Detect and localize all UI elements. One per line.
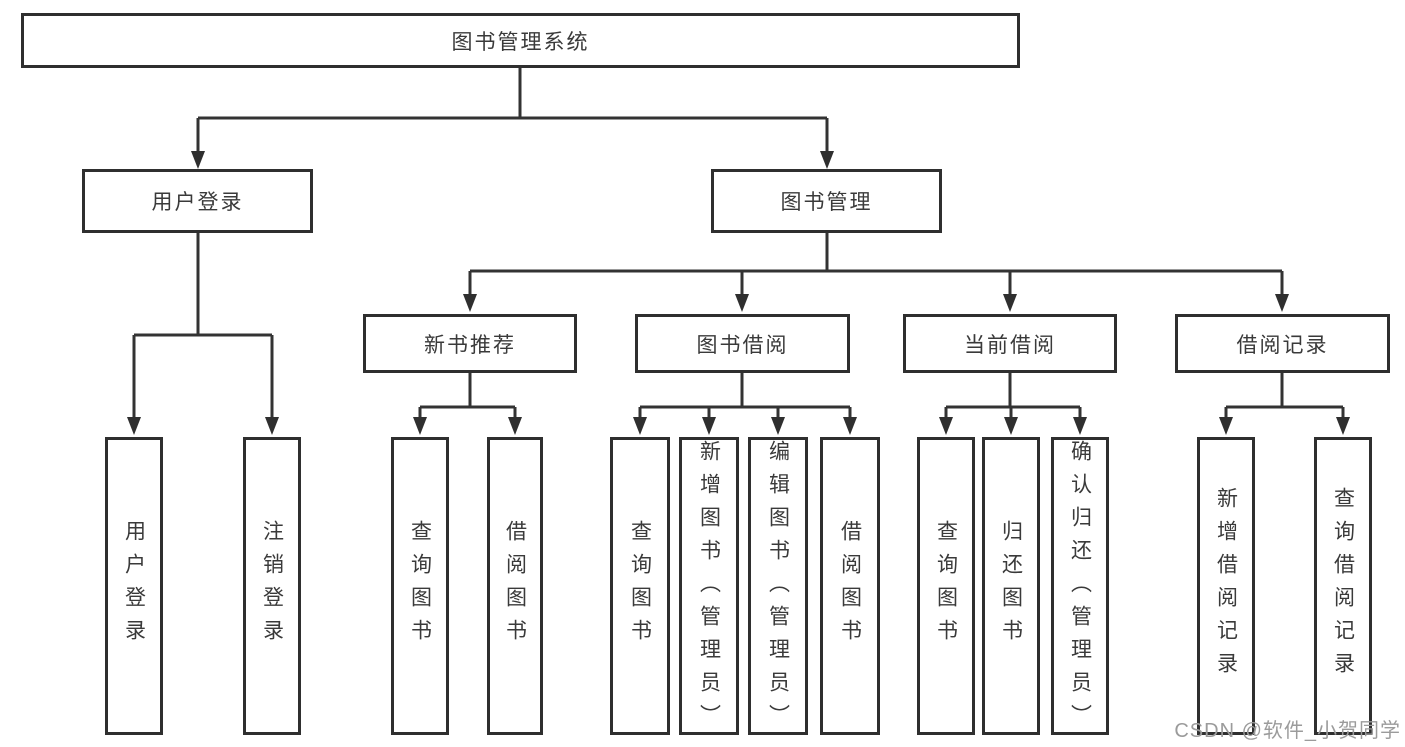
leaf-add-book-admin: 新增图书（管理员） — [679, 437, 739, 737]
leaf-query-books-current: 查询图书 — [917, 437, 975, 735]
node-current-borrowing: 当前借阅 — [903, 314, 1117, 373]
node-label: 用户登录 — [151, 191, 244, 214]
node-label: 查询图书 — [628, 520, 652, 652]
node-user-login: 用户登录 — [82, 169, 313, 233]
leaf-confirm-return-admin: 确认归还（管理员） — [1051, 437, 1109, 737]
leaf-query-books-borrow: 查询图书 — [610, 437, 670, 735]
node-label: 查询图书 — [408, 520, 432, 652]
node-label: 图书借阅 — [696, 333, 789, 357]
node-label: 新增借阅记录 — [1214, 487, 1238, 685]
node-root-library-management-system: 图书管理系统 — [21, 13, 1020, 68]
node-borrowing-records: 借阅记录 — [1175, 314, 1390, 373]
leaf-return-books: 归还图书 — [982, 437, 1040, 735]
leaf-query-borrow-record: 查询借阅记录 — [1314, 437, 1372, 735]
node-label: 查询图书 — [934, 520, 958, 652]
node-label: 新增图书（管理员） — [697, 440, 721, 737]
leaf-user-login: 用户登录 — [105, 437, 163, 735]
node-label: 当前借阅 — [964, 333, 1056, 357]
leaf-logout: 注销登录 — [243, 437, 301, 735]
leaf-add-borrow-record: 新增借阅记录 — [1197, 437, 1255, 735]
node-label: 用户登录 — [122, 520, 146, 652]
node-book-borrowing: 图书借阅 — [635, 314, 850, 373]
node-label: 新书推荐 — [424, 333, 516, 357]
node-label: 确认归还（管理员） — [1068, 440, 1092, 737]
node-new-book-recommend: 新书推荐 — [363, 314, 577, 373]
node-label: 查询借阅记录 — [1331, 487, 1355, 685]
leaf-borrow-books: 借阅图书 — [820, 437, 880, 735]
node-label: 注销登录 — [260, 520, 284, 652]
leaf-query-books-recommend: 查询图书 — [391, 437, 449, 735]
node-label: 图书管理 — [780, 191, 873, 214]
csdn-watermark: CSDN @软件_小贺同学 — [1174, 720, 1401, 742]
node-label: 图书管理系统 — [451, 30, 590, 54]
node-label: 借阅记录 — [1236, 333, 1329, 357]
node-label: 归还图书 — [999, 520, 1023, 652]
leaf-borrow-books-recommend: 借阅图书 — [487, 437, 543, 735]
arrowheads — [127, 151, 1350, 435]
node-label: 借阅图书 — [838, 520, 862, 652]
node-label: 编辑图书（管理员） — [766, 440, 790, 737]
node-label: 借阅图书 — [503, 520, 527, 652]
leaf-edit-book-admin: 编辑图书（管理员） — [748, 437, 808, 737]
node-book-management: 图书管理 — [711, 169, 942, 233]
